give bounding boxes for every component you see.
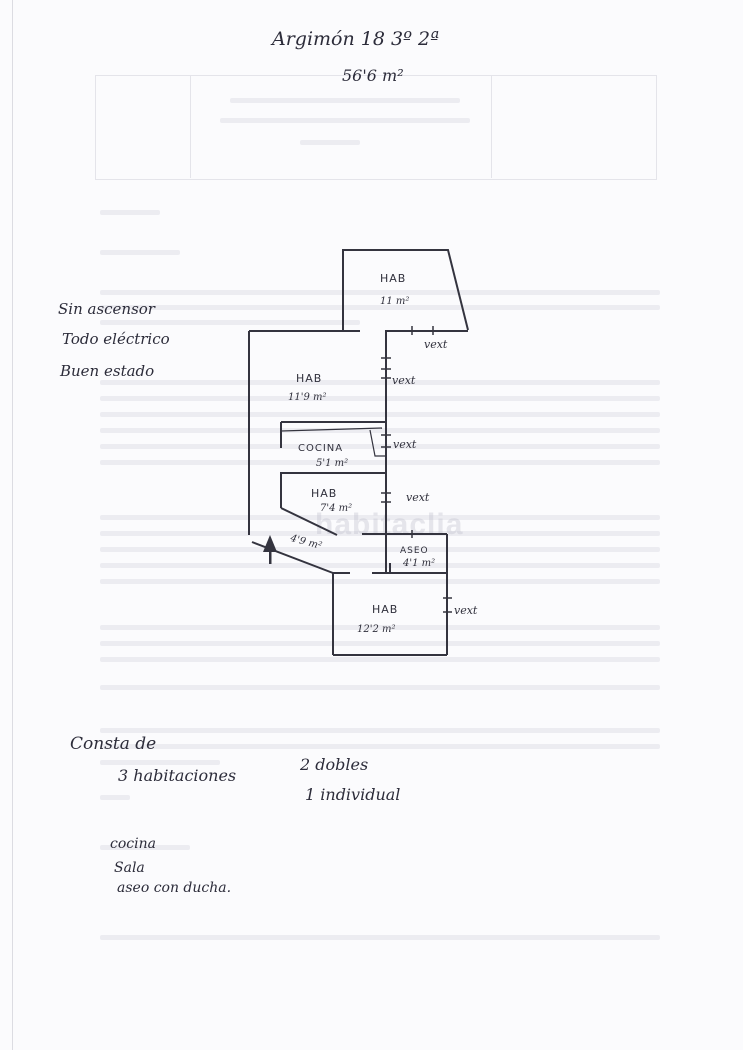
- note-no-elevator: Sin ascensor: [58, 300, 155, 318]
- walls: [248, 249, 469, 656]
- summary-line-1: Consta de: [70, 734, 157, 754]
- room-name-bathroom: ASEO: [400, 546, 429, 556]
- summary-item-living: Sala: [114, 860, 145, 876]
- room-area-top-bedroom: 11 m²: [380, 296, 410, 307]
- window-label-4: vext: [406, 491, 430, 504]
- window-label-5: vext: [454, 604, 478, 617]
- room-name-kitchen: COCINA: [298, 443, 344, 454]
- window-ticks: [381, 326, 452, 613]
- total-surface: 56'6 m²: [342, 66, 404, 85]
- window-label-1: vext: [424, 338, 448, 351]
- counter-line: [280, 427, 383, 432]
- window-label-2: vext: [392, 374, 416, 387]
- summary-item-bathroom: aseo con ducha.: [117, 880, 232, 896]
- bleed-through-header-box: [95, 75, 657, 180]
- bleed-through-divider: [190, 75, 492, 178]
- address-title: Argimón 18 3º 2ª: [272, 28, 440, 50]
- window-label-3: vext: [393, 438, 417, 451]
- note-good-condition: Buen estado: [60, 362, 155, 380]
- room-name-bedroom-3: HAB: [311, 487, 338, 500]
- watermark: habitaclia: [315, 508, 464, 541]
- room-area-bedroom-3: 7'4 m²: [320, 503, 353, 514]
- room-area-bathroom: 4'1 m²: [403, 558, 436, 569]
- summary-doubles: 2 dobles: [300, 755, 369, 774]
- entrance-arrow-icon: [263, 535, 277, 564]
- counter-end: [369, 429, 386, 457]
- room-name-top-bedroom: HAB: [380, 272, 407, 285]
- page-edge: [12, 0, 13, 1050]
- note-all-electric: Todo eléctrico: [62, 330, 170, 348]
- summary-line-2: 3 habitaciones: [118, 766, 237, 785]
- summary-item-kitchen: cocina: [110, 836, 156, 852]
- room-area-bedroom-2: 11'9 m²: [288, 392, 327, 403]
- wall-top-bedroom: [342, 249, 469, 331]
- wall-diagonal-upper: [280, 507, 338, 536]
- room-name-bedroom-2: HAB: [296, 372, 323, 385]
- summary-single: 1 individual: [305, 785, 401, 804]
- room-area-bedroom-south: 12'2 m²: [357, 624, 396, 635]
- room-area-kitchen: 5'1 m²: [316, 458, 349, 469]
- room-name-bedroom-south: HAB: [372, 603, 399, 616]
